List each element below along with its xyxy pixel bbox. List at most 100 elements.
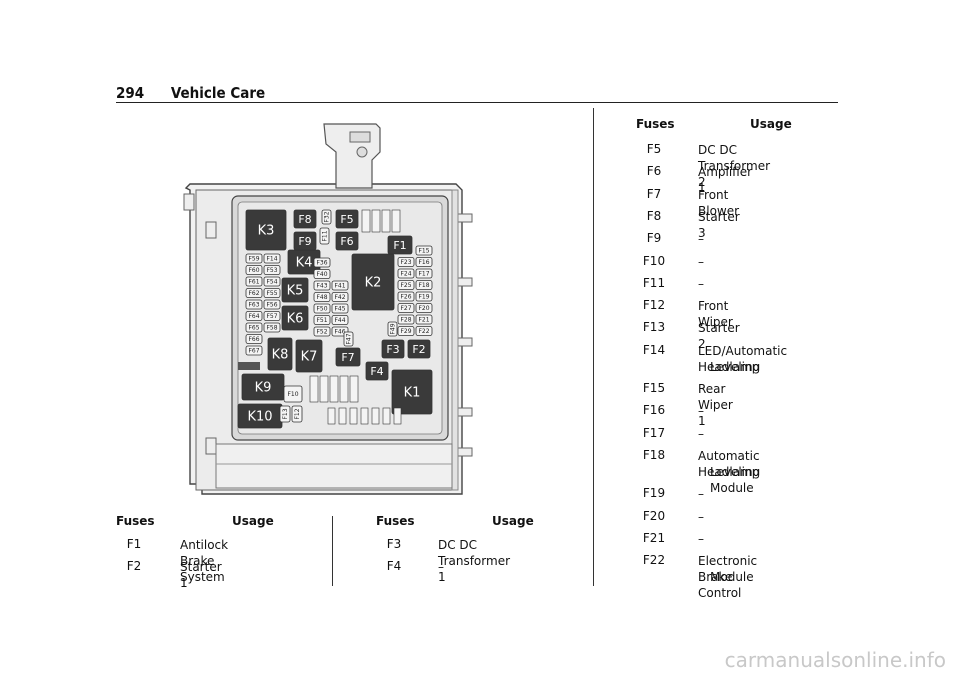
fuse-f26: F26: [397, 291, 415, 302]
fuse-usage: Rear Wiper 1: [698, 382, 733, 428]
svg-text:F12: F12: [294, 408, 301, 419]
fuse-id: F17: [642, 425, 666, 440]
fuse-usage: –: [698, 531, 704, 546]
fuse-f12: F12: [291, 405, 303, 423]
fuse-k2: K2: [351, 253, 395, 311]
fuse-f8: F8: [293, 209, 317, 229]
fuse-f22: F22: [415, 326, 433, 336]
svg-text:F23: F23: [400, 259, 411, 266]
fuse-k3: K3: [245, 209, 287, 251]
fuse-id: F15: [642, 381, 666, 395]
svg-text:F65: F65: [248, 325, 259, 332]
fuse-usage-continued: Leveling: [710, 359, 761, 374]
fuse-usage: –: [698, 426, 704, 441]
fuse-f15: F15: [415, 245, 433, 256]
fuse-f53: F53: [263, 265, 281, 275]
fuse-id: F2: [126, 559, 142, 573]
fuse-id: F19: [642, 486, 666, 501]
svg-text:F28: F28: [400, 317, 411, 324]
mini-fuse-slot: [360, 407, 369, 425]
fuse-usage: Starter 1: [180, 560, 222, 590]
svg-text:F15: F15: [418, 248, 429, 255]
svg-text:K4: K4: [296, 256, 313, 271]
svg-text:F22: F22: [418, 328, 429, 335]
fuse-usage-continued: Leveling Module: [710, 464, 761, 495]
col-header-fuses: Fuses: [636, 117, 675, 131]
mini-fuse-slot: [309, 375, 319, 403]
fuse-f60: F60: [245, 265, 263, 275]
mini-fuse-slot: [349, 407, 358, 425]
fuse-usage: –: [698, 254, 704, 269]
svg-text:K2: K2: [365, 276, 382, 291]
fuse-usage: LED/Automatic Headlamp: [698, 343, 788, 374]
svg-text:F20: F20: [418, 305, 429, 312]
fuse-f45: F45: [331, 303, 349, 314]
fuse-usage: Antilock Brake System: [180, 538, 229, 584]
fuse-id: F9: [646, 231, 662, 246]
fuse-f10: F10: [283, 385, 303, 403]
svg-text:F64: F64: [248, 313, 259, 320]
svg-text:F49: F49: [390, 323, 397, 334]
svg-text:F18: F18: [418, 282, 429, 289]
svg-text:F54: F54: [266, 279, 277, 286]
fuse-id: F20: [642, 508, 666, 523]
mini-fuse-slot: [329, 375, 339, 403]
mini-fuse-slot: [339, 375, 349, 403]
svg-text:F47: F47: [346, 333, 353, 344]
svg-text:F27: F27: [400, 305, 411, 312]
col-header-fuses: Fuses: [116, 514, 155, 528]
fuse-f7: F7: [335, 347, 361, 367]
col-header-usage: Usage: [750, 117, 792, 131]
fuse-usage: Electronic Brake Control: [698, 554, 758, 601]
page-number: 294: [116, 84, 145, 102]
fuse-f61: F61: [245, 276, 263, 287]
section-title: Vehicle Care: [170, 84, 266, 102]
fuse-f63: F63: [245, 299, 263, 310]
mini-fuse-slot: [393, 407, 402, 425]
svg-text:F55: F55: [266, 290, 277, 297]
fuse-f11: F11: [319, 227, 330, 245]
fuse-f43: F43: [313, 280, 331, 291]
fuse-id: F22: [642, 553, 666, 568]
mini-fuse-slot: [319, 375, 329, 403]
svg-text:K8: K8: [272, 348, 289, 363]
svg-text:F8: F8: [298, 213, 311, 226]
mini-fuse-slot: [349, 375, 359, 403]
fuse-usage: –: [438, 560, 444, 574]
svg-text:F67: F67: [248, 348, 259, 355]
watermark: carmanualsonline.info: [724, 648, 946, 672]
fuse-usage: Automatic Headlamp: [698, 448, 760, 479]
col-header-usage: Usage: [232, 514, 274, 528]
fuse-usage: –: [698, 232, 704, 247]
fuse-f1: F1: [387, 235, 413, 255]
fuse-id: F6: [646, 164, 662, 179]
svg-text:F11: F11: [322, 230, 329, 241]
fuse-f42: F42: [331, 292, 349, 302]
svg-text:F17: F17: [418, 271, 429, 278]
svg-text:F29: F29: [400, 328, 411, 335]
mini-fuse-slot: [361, 209, 371, 233]
column-divider: [593, 108, 594, 586]
svg-text:F40: F40: [316, 271, 327, 278]
fuse-f6: F6: [335, 231, 359, 251]
fuse-f21: F21: [415, 314, 433, 325]
svg-text:F10: F10: [287, 391, 298, 398]
svg-text:F32: F32: [324, 211, 331, 222]
fuse-f41: F41: [331, 280, 349, 291]
fuse-f48: F48: [313, 292, 331, 302]
fuse-f55: F55: [263, 288, 281, 298]
mini-fuse-slot: [382, 407, 391, 425]
svg-text:F57: F57: [266, 313, 277, 320]
mini-fuse-slot: [371, 209, 381, 233]
fuse-f56: F56: [263, 299, 281, 310]
svg-text:F60: F60: [248, 267, 259, 274]
fuse-f17: F17: [415, 268, 433, 279]
fuse-f28: F28: [397, 314, 415, 325]
fuse-usage: DC DC Transformer 2: [698, 143, 771, 189]
fuse-f16: F16: [415, 257, 433, 267]
fuse-k7: K7: [295, 339, 323, 373]
fuse-f23: F23: [397, 257, 415, 267]
table-divider: [332, 516, 333, 586]
